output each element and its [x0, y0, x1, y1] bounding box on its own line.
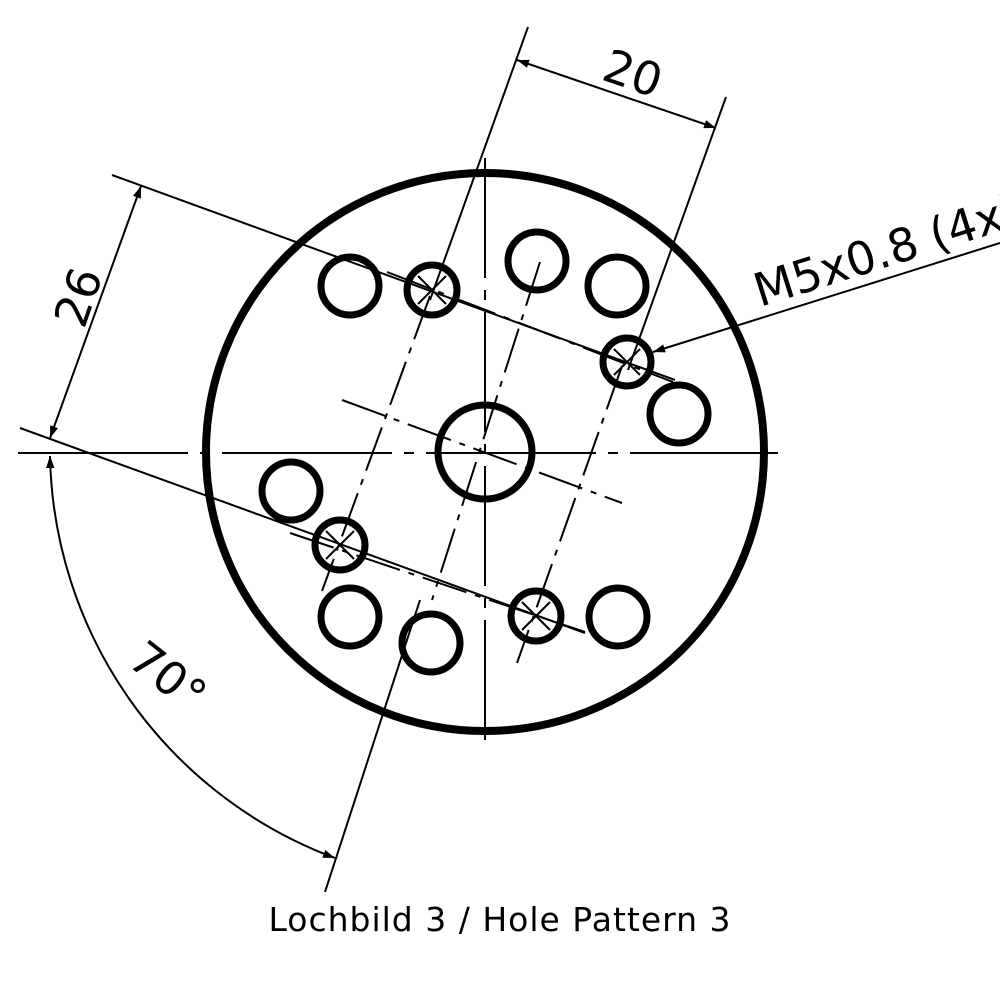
dimension-line-26: [49, 185, 142, 439]
extension-line-70: [324, 599, 421, 893]
extension-line-20-left: [429, 26, 529, 301]
thread-leader-line: [652, 242, 1000, 353]
angle-arc-70: [46, 455, 336, 859]
hole: [317, 253, 383, 319]
hole: [317, 584, 383, 650]
center-bore: [434, 401, 536, 503]
pattern-centerline-e: [341, 399, 623, 504]
extension-line-20-right: [627, 96, 727, 371]
drawing-caption: Lochbild 3 / Hole Pattern 3: [268, 900, 732, 939]
pattern-centerline-f: [431, 261, 541, 601]
thread-hole: [403, 261, 461, 319]
dimension-line-20: [516, 59, 717, 129]
hole: [646, 381, 712, 447]
thread-hole: [599, 334, 655, 390]
extension-line-26-top: [111, 174, 676, 381]
hole: [398, 610, 464, 676]
hole: [504, 228, 570, 294]
hole: [258, 458, 324, 524]
thread-callout-label: M5x0.8 (4x): [747, 183, 1000, 318]
pattern-centerline-b: [516, 365, 623, 664]
hole: [584, 253, 650, 319]
thread-hole: [507, 587, 565, 645]
dimension-20-label: 20: [596, 38, 669, 108]
angle-70-label: 70°: [119, 630, 217, 723]
hole: [585, 584, 651, 650]
pattern-centerline-a: [321, 295, 431, 592]
dimension-26-label: 26: [43, 261, 113, 334]
